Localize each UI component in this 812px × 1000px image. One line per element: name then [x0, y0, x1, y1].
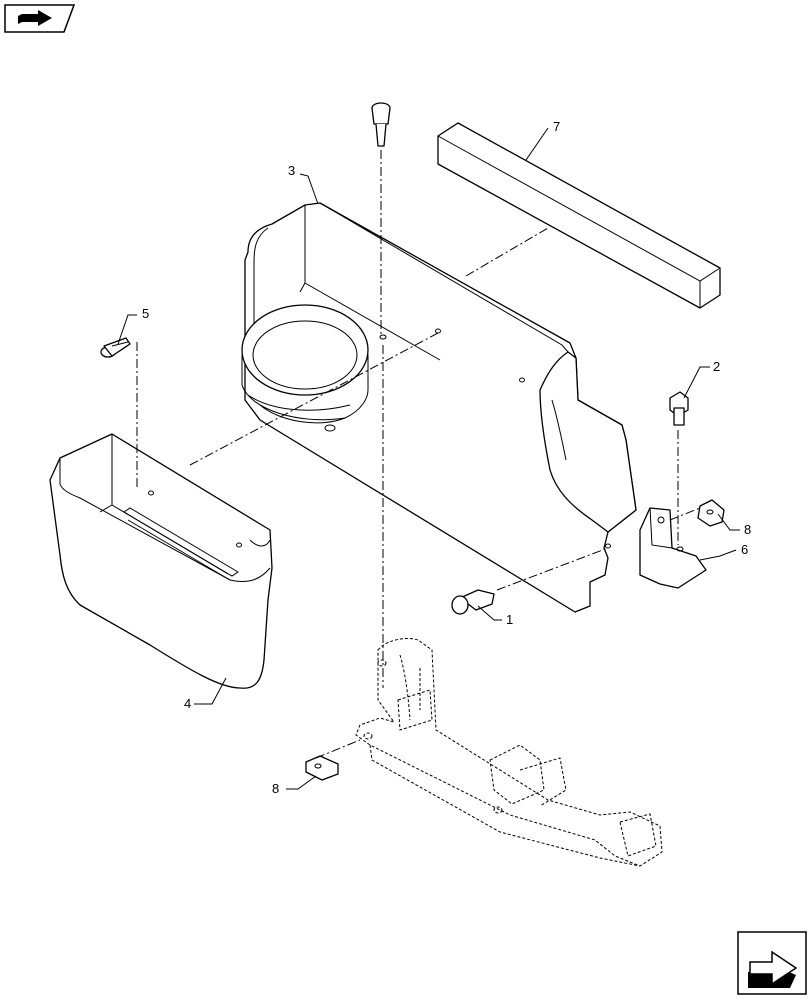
callout-8-upper: 8 [744, 522, 751, 537]
screw-part-5 [100, 337, 131, 358]
bolt-part-2 [669, 391, 689, 426]
clip-nut-part-8-upper [697, 499, 725, 527]
mounting-frame-reference [355, 637, 663, 867]
assembly-center-lines [136, 150, 701, 759]
callout-6: 6 [741, 542, 748, 557]
page-forward-arrow-icon[interactable] [737, 931, 807, 995]
book-arrow-icon[interactable] [4, 4, 76, 33]
callout-leaders [117, 127, 740, 790]
callout-5: 5 [142, 306, 149, 321]
callout-1: 1 [506, 612, 513, 627]
panel-part-3 [241, 202, 637, 613]
clip-nut-part-8-lower [305, 755, 339, 781]
callout-3: 3 [288, 163, 295, 178]
knob-fastener [371, 102, 391, 147]
storage-tray-part-4 [49, 433, 273, 689]
callout-8-lower: 8 [272, 781, 279, 796]
callout-4: 4 [184, 696, 191, 711]
foam-strip-part-7 [437, 122, 721, 309]
pin-part-1 [451, 589, 495, 615]
callout-2: 2 [713, 359, 720, 374]
bracket-part-6 [639, 507, 707, 589]
callout-7: 7 [553, 119, 560, 134]
